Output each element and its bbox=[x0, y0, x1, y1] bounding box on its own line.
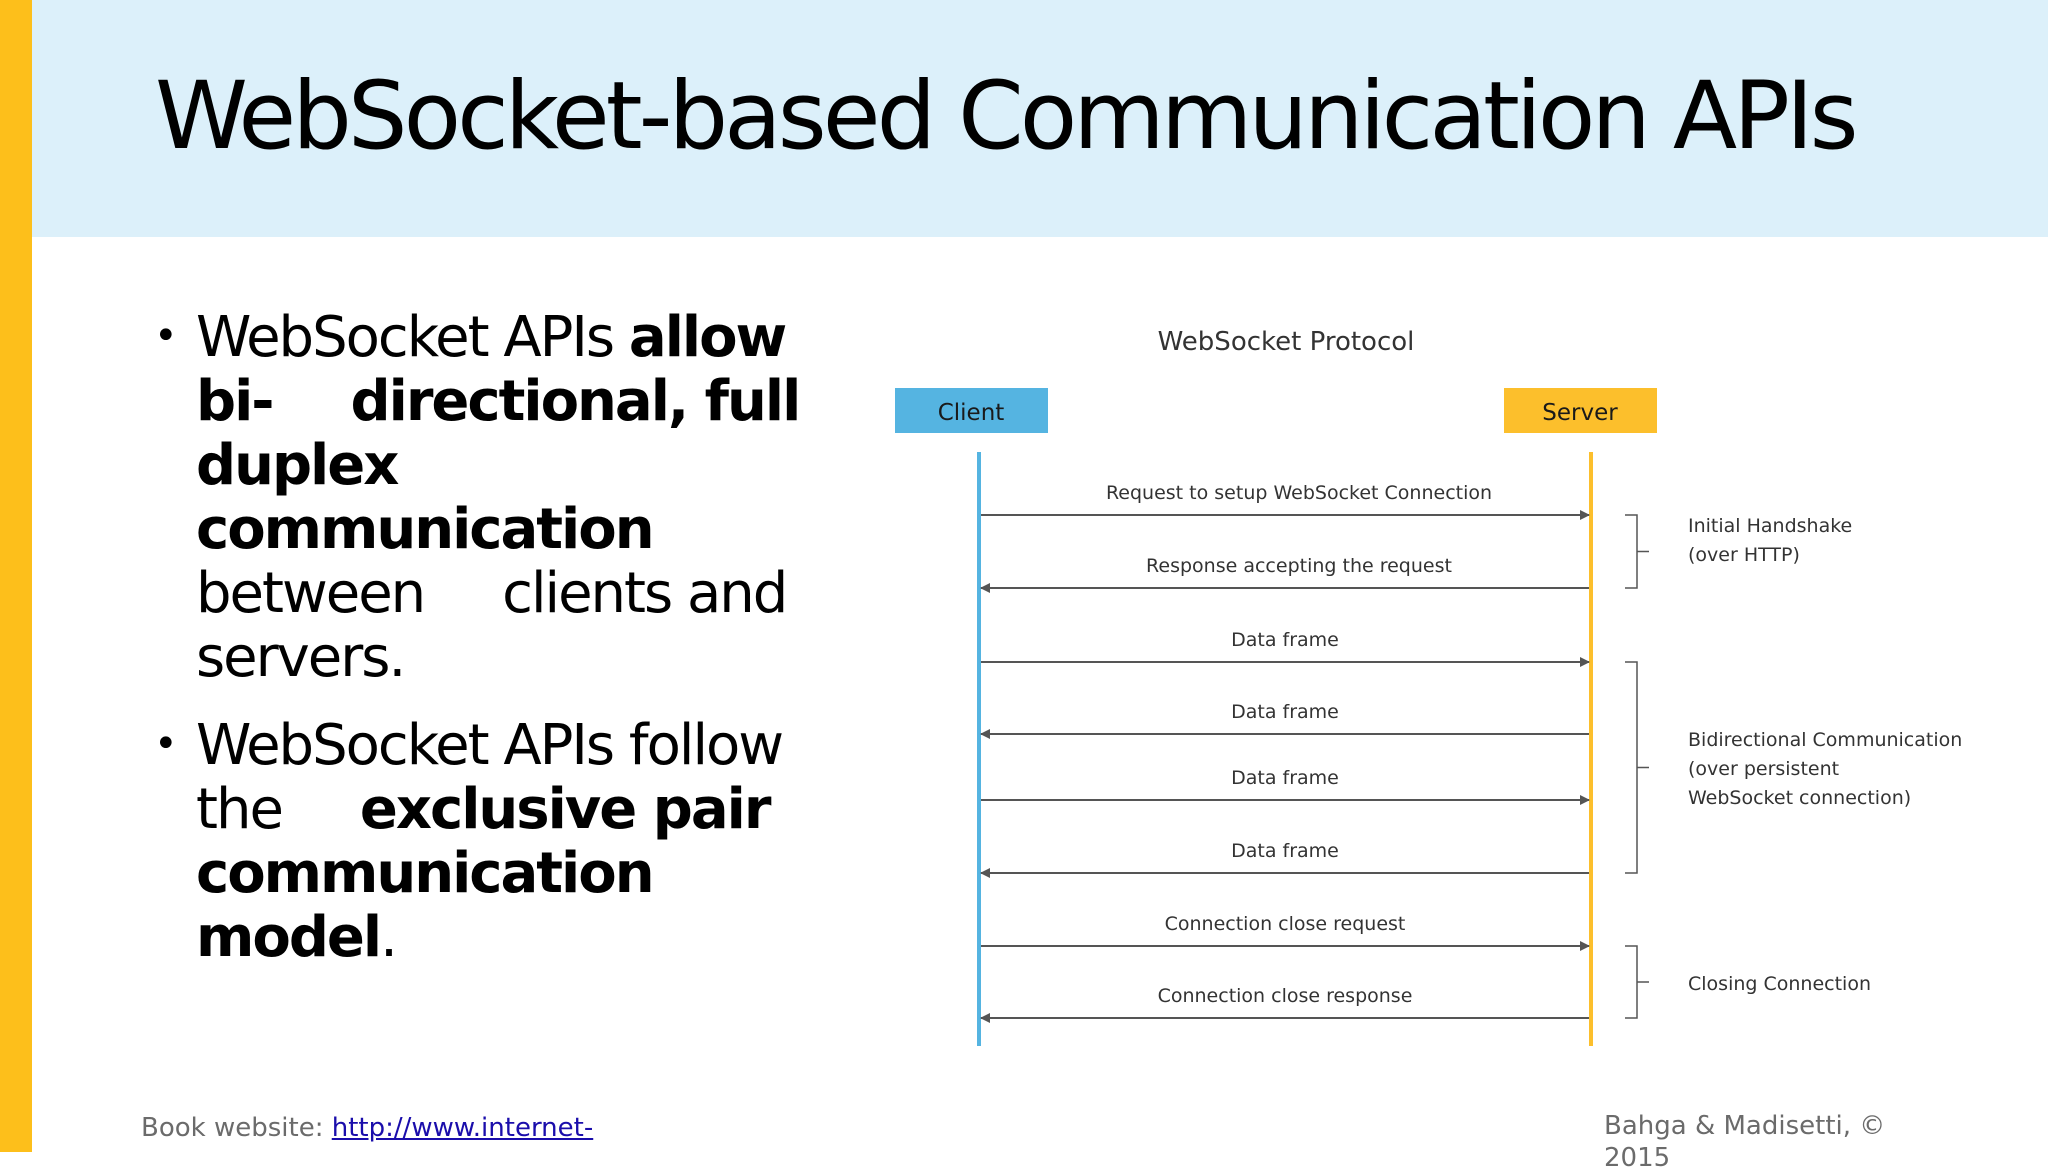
bullet-dot: • bbox=[154, 721, 178, 767]
client-box bbox=[895, 388, 1048, 433]
message-label: Data frame bbox=[1231, 767, 1339, 789]
phase-label-line: Closing Connection bbox=[1688, 973, 1871, 995]
bullet-1-text-c: clients and servers. bbox=[196, 561, 788, 690]
bullet-2-text-b: . bbox=[380, 905, 398, 970]
phase-label-line: (over HTTP) bbox=[1688, 544, 1800, 566]
server-label: Server bbox=[1542, 400, 1618, 426]
diagram-svg: WebSocket Protocol Client Server Request… bbox=[895, 327, 1962, 1046]
phase-3: Closing Connection bbox=[1625, 945, 1871, 1019]
phase-bracket bbox=[1625, 514, 1649, 589]
left-accent-stripe bbox=[0, 0, 32, 1152]
message-label: Data frame bbox=[1231, 629, 1339, 651]
footer-copyright: Bahga & Madisetti, © 2015 bbox=[1604, 1111, 1886, 1173]
server-box bbox=[1504, 388, 1657, 433]
message-label: Data frame bbox=[1231, 701, 1339, 723]
footer-website: Book website: http://www.internet- bbox=[141, 1113, 593, 1143]
phase-1: Initial Handshake (over HTTP) bbox=[1625, 514, 1852, 589]
message-2: Response accepting the request bbox=[980, 555, 1589, 593]
client-label: Client bbox=[938, 400, 1005, 426]
message-label: Request to setup WebSocket Connection bbox=[1106, 482, 1492, 504]
message-label: Data frame bbox=[1231, 840, 1339, 862]
bullet-2-text-a: WebSocket APIs follow the bbox=[196, 713, 784, 842]
diagram-title: WebSocket Protocol bbox=[1158, 327, 1415, 357]
bullet-dot: • bbox=[154, 313, 178, 359]
phase-2: Bidirectional Communication (over persist… bbox=[1625, 661, 1962, 874]
phase-bracket bbox=[1625, 661, 1649, 874]
message-label: Connection close response bbox=[1158, 985, 1413, 1007]
footer-website-label: Book website: bbox=[141, 1113, 332, 1143]
message-6: Data frame bbox=[980, 840, 1589, 878]
message-5: Data frame bbox=[981, 767, 1590, 805]
phase-label-line: Bidirectional Communication bbox=[1688, 729, 1962, 751]
phase-label-line: Initial Handshake bbox=[1688, 515, 1852, 537]
bullet-item-1: • WebSocket APIs allow bi-directional, f… bbox=[150, 305, 801, 690]
message-3: Data frame bbox=[981, 629, 1590, 667]
message-label: Connection close request bbox=[1165, 913, 1406, 935]
footer-website-link[interactable]: http://www.internet- bbox=[331, 1113, 594, 1143]
slide-title: WebSocket-based Communication APIs bbox=[155, 62, 1859, 171]
message-7: Connection close request bbox=[981, 913, 1590, 951]
phase-label-line: WebSocket connection) bbox=[1688, 787, 1911, 809]
message-4: Data frame bbox=[980, 701, 1589, 739]
bullet-1-text-a: WebSocket APIs bbox=[196, 305, 629, 370]
message-label: Response accepting the request bbox=[1146, 555, 1452, 577]
phase-brackets: Initial Handshake (over HTTP) Bidirectiona… bbox=[1625, 514, 1962, 1019]
phase-label-line: (over persistent bbox=[1688, 758, 1839, 780]
bullet-1-bold-a: allow bi- bbox=[196, 305, 787, 434]
message-8: Connection close response bbox=[980, 985, 1589, 1023]
message-arrows: Request to setup WebSocket ConnectionRes… bbox=[980, 482, 1590, 1023]
bullet-list: • WebSocket APIs allow bi-directional, f… bbox=[150, 305, 801, 994]
title-band bbox=[32, 0, 2048, 237]
phase-bracket bbox=[1625, 945, 1649, 1019]
bullet-1-text-b: between bbox=[196, 561, 426, 626]
websocket-sequence-diagram: WebSocket Protocol Client Server Request… bbox=[880, 300, 1990, 1060]
bullet-2-bold-a: exclusive pair communication model bbox=[196, 777, 771, 970]
message-1: Request to setup WebSocket Connection bbox=[981, 482, 1590, 520]
bullet-1-bold-b: directional, full duplex communication bbox=[196, 369, 801, 562]
